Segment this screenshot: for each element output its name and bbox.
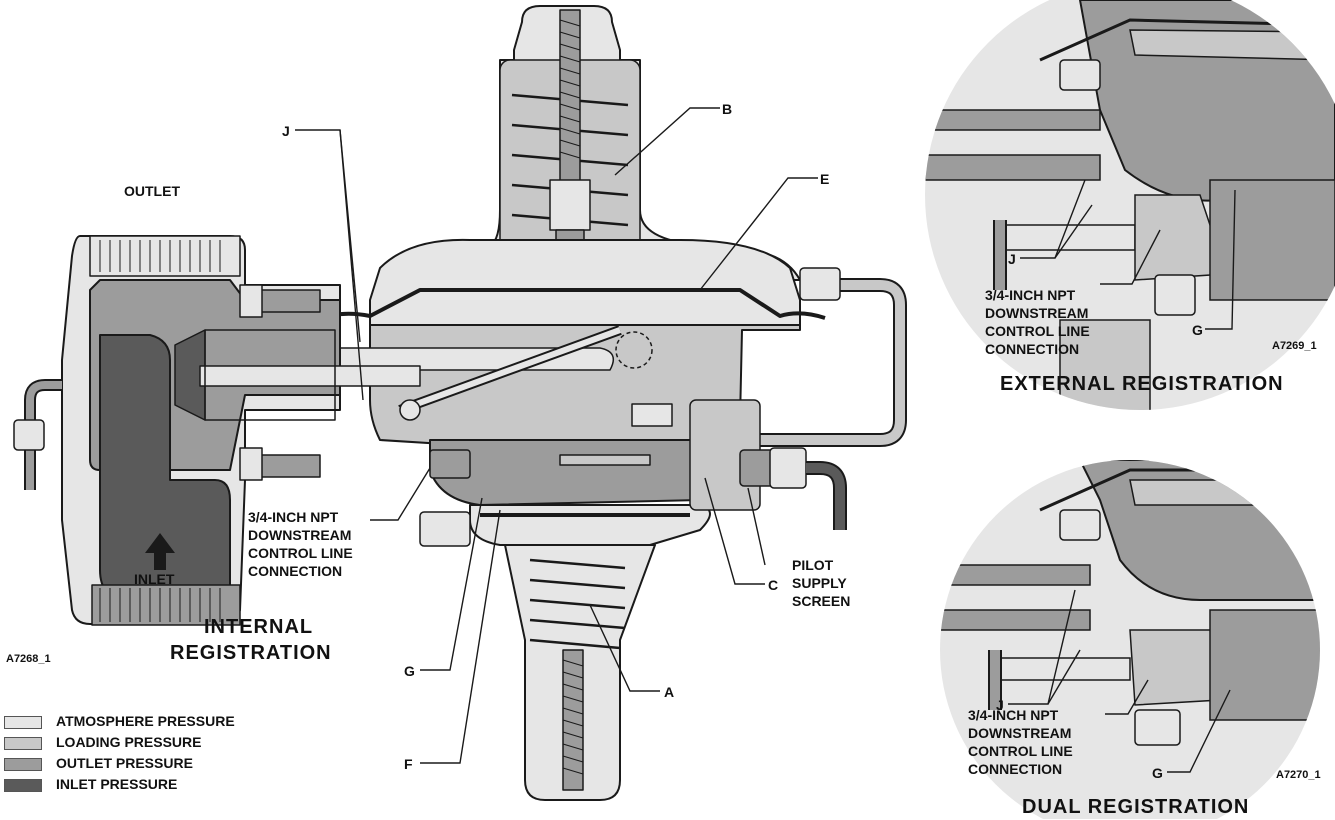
lower-diaphragm-casing <box>469 504 711 546</box>
external-title: EXTERNAL REGISTRATION <box>1000 373 1284 395</box>
outlet-label: OUTLET <box>124 183 180 199</box>
callout-c: C <box>768 577 779 593</box>
inlet-flange <box>91 584 241 626</box>
callout-e: E <box>820 171 830 187</box>
pilot-spring <box>631 403 673 427</box>
external-callout-j: J <box>1008 251 1016 267</box>
pilot-supply-screen-label: PILOT SUPPLY SCREEN <box>792 557 851 609</box>
inlet-threads <box>99 588 221 622</box>
legend-label: ATMOSPHERE PRESSURE <box>56 713 235 729</box>
external-callout-g: G <box>1192 322 1203 338</box>
pilot-supply-nut <box>769 447 807 489</box>
callout-b: B <box>722 101 733 117</box>
spring-lower <box>529 558 626 650</box>
callout-a: A <box>664 684 675 700</box>
dual-title: DUAL REGISTRATION <box>1022 796 1250 818</box>
npt-connection-label: 3/4-INCH NPT DOWNSTREAM CONTROL LINE CON… <box>248 509 353 579</box>
figure-code-external: A7269_1 <box>1272 340 1317 352</box>
dual-callout-j: J <box>996 697 1004 713</box>
legend-label: LOADING PRESSURE <box>56 734 202 750</box>
dual-callout-g: G <box>1152 765 1163 781</box>
legend-swatch-inlet <box>4 779 42 792</box>
legend-swatch-loading <box>4 737 42 750</box>
legend-swatch-atmosphere <box>4 716 42 729</box>
legend-label: OUTLET PRESSURE <box>56 755 193 771</box>
main-callout-leaders <box>295 107 818 764</box>
external-npt-label: 3/4-INCH NPT DOWNSTREAM CONTROL LINE CON… <box>985 287 1090 357</box>
callout-g: G <box>404 663 415 679</box>
dual-inset-leaders <box>1008 589 1231 773</box>
internal-title-line1: INTERNAL <box>204 616 314 638</box>
screw-threads-lower <box>562 659 584 775</box>
inlet-label: INLET <box>134 571 175 587</box>
main-regulator-cross-section <box>13 5 907 801</box>
inlet-arrow <box>145 533 175 570</box>
external-inset-leaders <box>1020 179 1236 330</box>
internal-title-line2: REGISTRATION <box>170 642 332 664</box>
screw-threads-upper <box>559 19 581 159</box>
callout-j: J <box>282 123 290 139</box>
outlet-threads <box>99 240 221 272</box>
legend-swatch-outlet <box>4 758 42 771</box>
dual-npt-label: 3/4-INCH NPT DOWNSTREAM CONTROL LINE CON… <box>968 707 1073 777</box>
figure-code-main: A7268_1 <box>6 653 51 665</box>
outlet-flange <box>89 235 241 277</box>
stem <box>199 365 421 387</box>
actuator-upper-casing <box>369 238 801 326</box>
callout-f: F <box>404 756 413 772</box>
external-inset-drawing <box>925 0 1335 410</box>
figure-code-dual: A7270_1 <box>1276 769 1321 781</box>
legend-label: INLET PRESSURE <box>56 776 178 792</box>
